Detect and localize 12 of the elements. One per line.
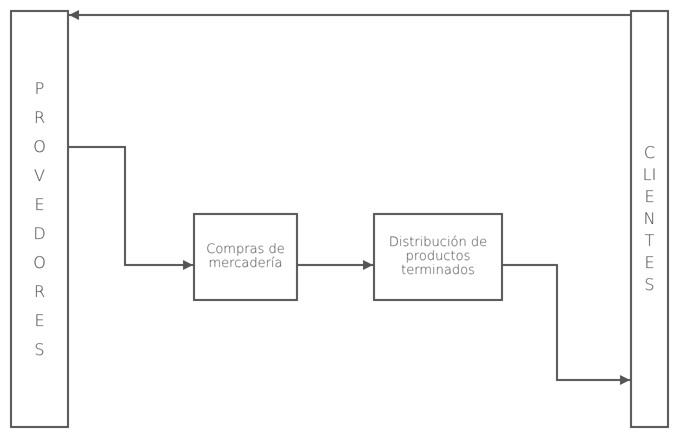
process-box [193, 213, 298, 301]
side-panel [10, 10, 69, 428]
arrow [69, 10, 630, 20]
arrow [298, 260, 373, 270]
process-box [373, 213, 503, 301]
arrow [503, 264, 630, 385]
node-label: PROVEDORES [32, 78, 47, 361]
node-label: CLIENTES [642, 142, 658, 296]
node-label: Distribución de productos terminados [388, 236, 488, 278]
arrow [69, 146, 193, 270]
node-label: Compras de mercadería [205, 242, 286, 272]
side-panel [630, 10, 669, 428]
